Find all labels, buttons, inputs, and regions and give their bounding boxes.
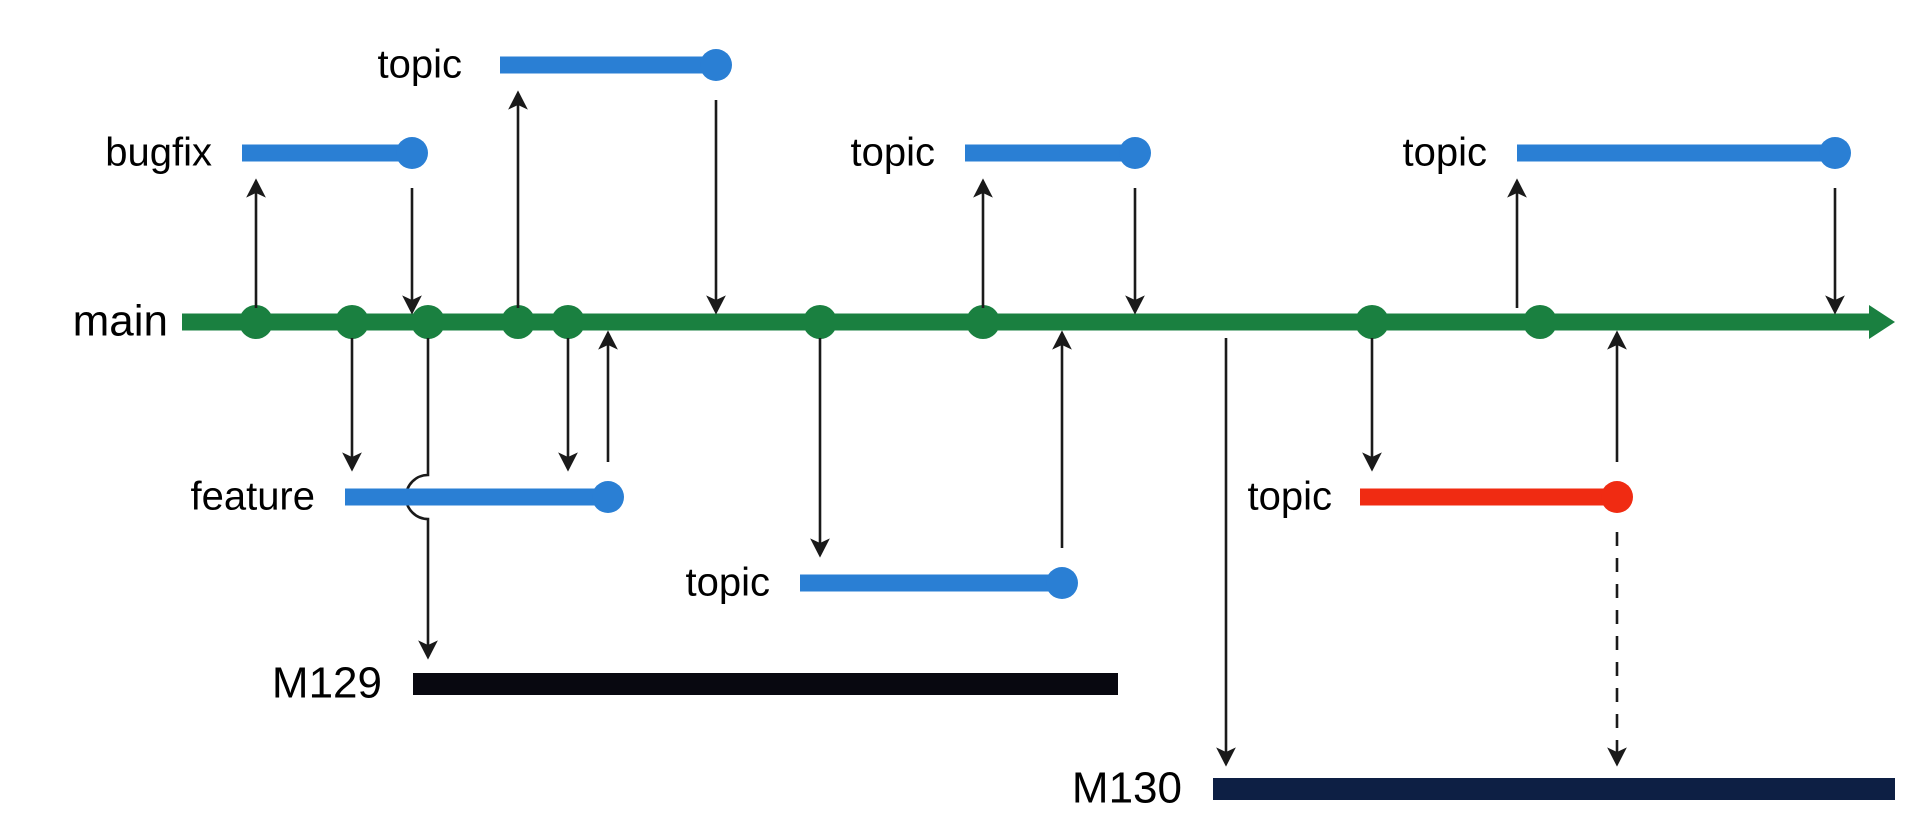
main-branch-label: main [73, 297, 168, 346]
main-commit-node[interactable] [1355, 305, 1389, 339]
main-commit-node[interactable] [335, 305, 369, 339]
main-commit-node[interactable] [411, 305, 445, 339]
branch-line-topic-right [1517, 144, 1835, 162]
branch-head-node-feature[interactable] [592, 481, 624, 513]
milestone-bar-m129 [413, 673, 1118, 695]
branch-label-topic-right: topic [1403, 131, 1488, 175]
main-commit-node[interactable] [551, 305, 585, 339]
branch-head-node-topic-reverted[interactable] [1601, 481, 1633, 513]
branch-head-node-topic-right[interactable] [1819, 137, 1851, 169]
branch-label-feature: feature [190, 475, 315, 519]
main-branch[interactable] [182, 305, 1895, 339]
branch-label-topic-reverted: topic [1248, 475, 1333, 519]
milestone-label-m129: M129 [272, 659, 382, 708]
branch-label-topic-lower: topic [686, 561, 771, 605]
branch-label-topic-top: topic [378, 43, 463, 87]
branch-line-topic-mid-upper [965, 144, 1135, 162]
branch-line-topic-lower [800, 574, 1062, 592]
branch-head-node-bugfix[interactable] [396, 137, 428, 169]
main-commit-node[interactable] [966, 305, 1000, 339]
branch-line-topic-reverted [1360, 488, 1617, 506]
main-commit-node[interactable] [239, 305, 273, 339]
branch-line-feature [345, 488, 608, 506]
main-commit-node[interactable] [501, 305, 535, 339]
milestone-label-m130: M130 [1072, 764, 1182, 813]
milestone-bar-m130 [1213, 778, 1895, 800]
main-commit-node[interactable] [1523, 305, 1557, 339]
main-commit-node[interactable] [803, 305, 837, 339]
branch-head-node-topic-lower[interactable] [1046, 567, 1078, 599]
arrow-connectors-group [246, 90, 1845, 767]
branch-line-bugfix [242, 144, 412, 162]
side-branches-group: bugfix topic topic topic feature topic topic [105, 43, 1851, 605]
branch-label-topic-mid-upper: topic [851, 131, 936, 175]
branch-line-topic-top [500, 56, 716, 74]
branch-head-node-topic-mid-upper[interactable] [1119, 137, 1151, 169]
branch-head-node-topic-top[interactable] [700, 49, 732, 81]
branch-label-bugfix: bugfix [105, 131, 212, 175]
